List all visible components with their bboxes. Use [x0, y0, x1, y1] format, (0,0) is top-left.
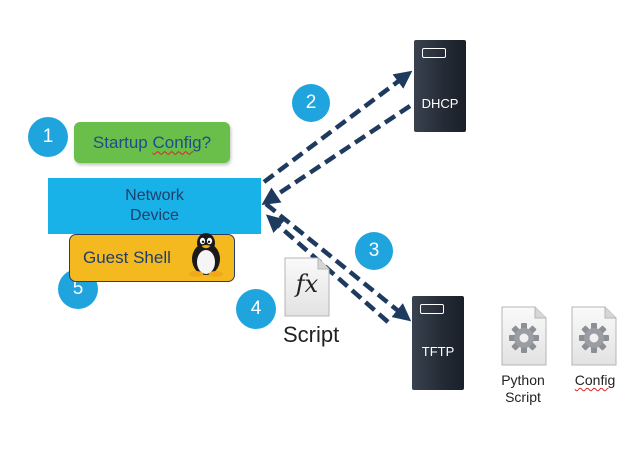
arrow-dhcp-to-device: [261, 104, 412, 205]
python-script-caption: Python Script: [490, 372, 556, 406]
network-device-line2: Device: [130, 207, 179, 224]
step-3-badge: 3: [355, 232, 393, 270]
startup-config-label: Startup Config?: [92, 132, 212, 152]
step-2-badge: 2: [292, 84, 330, 122]
step-1-badge: 1: [28, 117, 68, 157]
guest-shell-label: Guest Shell: [83, 248, 171, 267]
python-script-line1: Python: [501, 372, 545, 388]
linux-penguin-icon: [189, 233, 223, 277]
python-script-gear-icon: [501, 306, 547, 366]
script-caption: Script: [283, 322, 340, 347]
dhcp-server-icon: DHCP: [414, 40, 466, 132]
startup-config-box: Startup Config?: [74, 122, 230, 163]
function-icon: [284, 257, 330, 317]
network-device-box: Network Device: [48, 178, 261, 234]
config-caption: Config: [562, 372, 628, 389]
server-drive-slot: [420, 304, 444, 314]
dhcp-label: DHCP: [421, 96, 459, 111]
config-label: Config: [574, 372, 616, 388]
step-4-badge: 4: [236, 289, 276, 329]
function-glyph: fx: [295, 270, 319, 298]
server-drive-slot: [422, 48, 446, 58]
config-gear-icon: [571, 306, 617, 366]
python-script-line2: Script: [505, 389, 541, 405]
tftp-server-icon: TFTP: [412, 296, 464, 390]
arrow-device-to-dhcp: [262, 70, 413, 184]
network-device-line1: Network: [125, 187, 184, 204]
tftp-label: TFTP: [421, 344, 455, 359]
arrow-device-to-tftp: [264, 202, 412, 322]
